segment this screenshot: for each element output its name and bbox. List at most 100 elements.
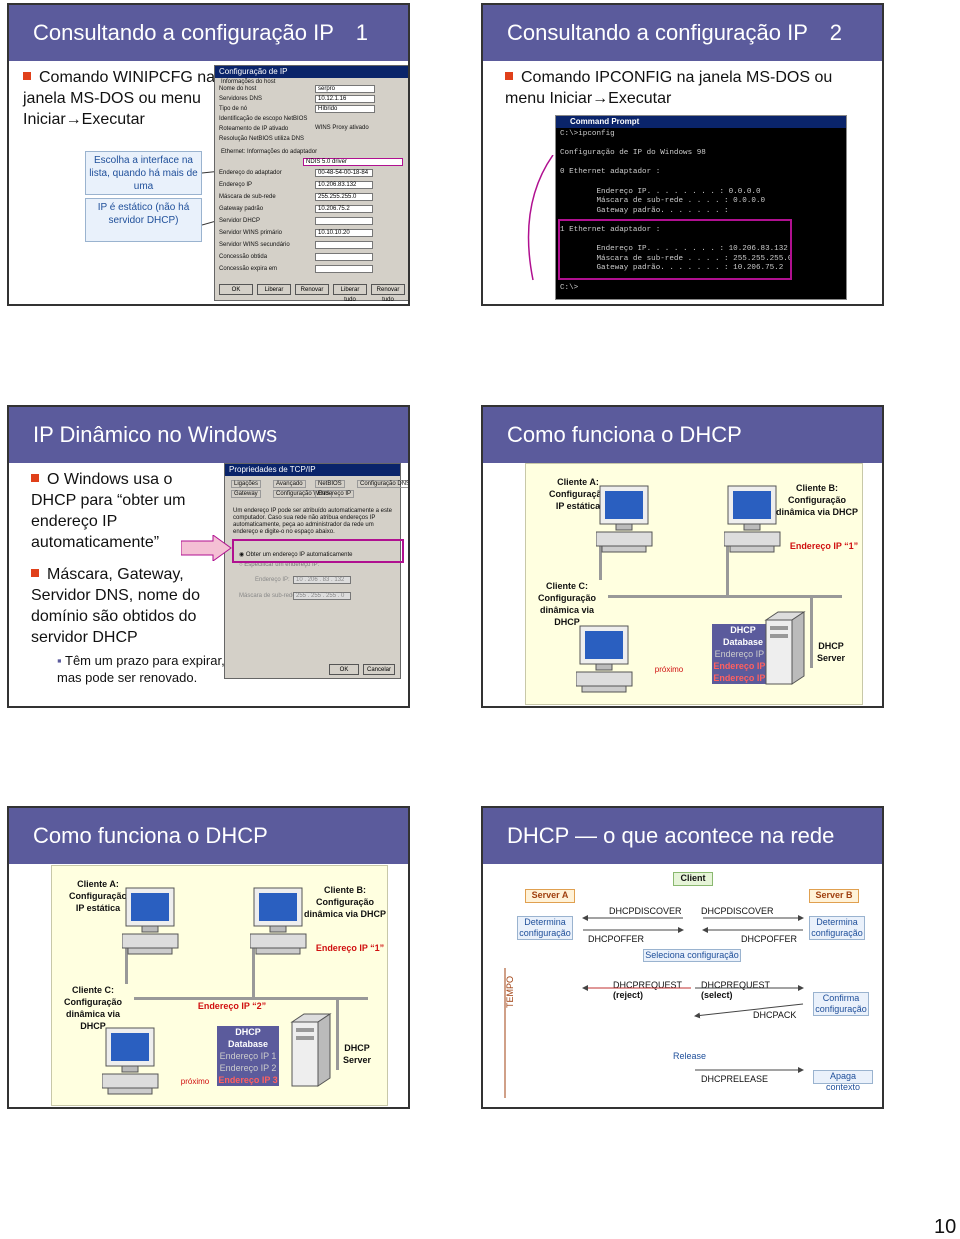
computer-icon — [596, 485, 653, 553]
page-number: 10 — [934, 1216, 957, 1238]
release: Release — [673, 1051, 707, 1061]
command-prompt-window: Command Prompt C:\>ipconfig Configuração… — [555, 115, 847, 300]
info-label: Servidores DNS — [219, 96, 263, 102]
mask-label: Máscara de sub-rede: — [239, 593, 298, 599]
dialog-tab[interactable]: Ligações — [231, 480, 262, 488]
bullet-icon — [31, 569, 39, 577]
slide-title: IP Dinâmico no Windows — [9, 407, 408, 463]
slide-6: DHCP — o que acontece na rede Client Ser… — [481, 806, 884, 1109]
determina-a: Determina configuração — [517, 916, 573, 940]
bullet-icon — [31, 474, 39, 482]
server-label: DHCP Server — [816, 641, 846, 663]
command-output: C:\>ipconfig Configuração de IP do Windo… — [560, 130, 793, 292]
dialog-title: Configuração de IP — [215, 66, 408, 78]
dialog-tab[interactable]: Avançado — [273, 480, 306, 488]
database-label: DHCP Database Endereço IP 1 Endereço IP … — [712, 624, 774, 684]
dialog-tab[interactable]: Gateway — [231, 490, 261, 498]
bullet-icon — [23, 72, 31, 80]
computer-icon — [102, 1027, 159, 1095]
confirma-box: Confirma configuração — [813, 992, 869, 1016]
offer-1: DHCPOFFER — [588, 934, 644, 944]
info-label: Identificação de escopo NetBIOS — [219, 116, 308, 122]
database-label: DHCP Database Endereço IP 1 Endereço IP … — [217, 1026, 279, 1086]
bullet: Comando IPCONFIG na janela MS-DOS ou men… — [505, 69, 833, 107]
dialog-description: Um endereço IP pode ser atribuído automa… — [233, 508, 392, 535]
note-interface: Escolha a interface na lista, quando há … — [85, 151, 202, 195]
mask-field[interactable]: 255 . 255 . 255 . 0 — [293, 592, 351, 600]
offer-2: DHCPOFFER — [741, 934, 797, 944]
adapter-select[interactable]: NDIS 5.0 driver — [303, 158, 403, 166]
dialog-button[interactable]: Renovar tudo — [371, 284, 405, 303]
command-prompt-title: Command Prompt — [556, 116, 846, 128]
bullet: Máscara, Gateway, Servidor DNS, nome do … — [31, 566, 200, 646]
slide-number: 2 — [829, 20, 842, 45]
client-b-label: Cliente B: Configuração dinâmica via DHC… — [303, 885, 387, 919]
slide-4: Como funciona o DHCP Cliente A: Configur… — [481, 405, 884, 708]
client-c-label: Cliente C: Configuração dinâmica via DHC… — [52, 984, 134, 1032]
slide-1: Consultando a configuração IP 1 Comando … — [7, 3, 410, 306]
client-b-label: Cliente B: Configuração dinâmica via DHC… — [775, 483, 859, 517]
adapter-info-label: Concessão obtida — [219, 254, 268, 260]
dhcprelease: DHCPRELEASE — [701, 1074, 769, 1084]
slide-title: Como funciona o DHCP — [9, 808, 408, 864]
ok-button[interactable]: OK — [329, 664, 359, 675]
next-label: próximo — [180, 1077, 210, 1086]
highlight-box — [558, 219, 792, 280]
server-b-box: Server B — [809, 889, 859, 903]
ip-field[interactable]: 10 . 206 . 83 . 132 — [293, 576, 351, 584]
adapter-info-label: Gateway padrão — [219, 206, 264, 212]
client-box: Client — [673, 872, 713, 886]
info-value: WINS Proxy ativado — [315, 125, 369, 131]
computer-icon — [724, 485, 781, 553]
slide-3: IP Dinâmico no Windows O Windows usa o D… — [7, 405, 410, 708]
bullet: Comando WINIPCFG na janela MS-DOS ou men… — [23, 69, 216, 128]
option-specify[interactable]: ○ Especificar um endereço IP: — [239, 562, 320, 568]
ack: DHCPACK — [753, 1010, 797, 1020]
host-section-label: Informações do host — [221, 79, 276, 85]
computer-icon — [122, 887, 179, 955]
info-label: Resolução NetBIOS utiliza DNS — [219, 136, 305, 142]
dhcp-diagram: Cliente A: Configuração IP estática Clie… — [51, 865, 388, 1106]
highlight-box — [232, 539, 404, 563]
slide-2: Consultando a configuração IP 2 Comando … — [481, 3, 884, 306]
dialog-button[interactable]: Liberar — [257, 284, 291, 295]
bullet: O Windows usa o DHCP para “obter um ende… — [31, 471, 186, 551]
dialog-button[interactable]: Liberar tudo — [333, 284, 367, 303]
slide-title: Consultando a configuração IP 2 — [483, 5, 882, 61]
adapter-info-value — [315, 253, 373, 261]
adapter-info-label: Concessão expira em — [219, 266, 278, 272]
bullet-icon — [505, 72, 513, 80]
tcpip-dialog: Propriedades de TCP/IP Ligações Avançado N… — [224, 463, 408, 679]
adapter-info-value — [315, 265, 373, 273]
adapter-info-value — [315, 241, 373, 249]
note-static: IP é estático (não há servidor DHCP) — [85, 198, 202, 242]
dialog-button[interactable]: Renovar — [295, 284, 329, 295]
server-label: DHCP Server — [342, 1043, 372, 1065]
adapter-info-value: 10.206.75.2 — [315, 205, 373, 213]
apaga-box: Apaga contexto — [813, 1070, 873, 1092]
dialog-tab[interactable]: Endereço IP — [315, 490, 355, 498]
slide-number: 1 — [355, 20, 368, 45]
client-a-label: Cliente A: Configuração IP estática — [548, 477, 607, 511]
dialog-tab[interactable]: Configuração DNS — [357, 480, 408, 488]
ip-assigned-b-label: Endereço IP “1” — [315, 943, 385, 953]
request-1: DHCPREQUEST (reject) — [613, 980, 683, 1000]
ip-assigned-label: Endereço IP “1” — [789, 541, 859, 551]
computer-icon — [576, 625, 633, 693]
request-2: DHCPREQUEST (select) — [701, 980, 771, 1000]
dialog-title: Propriedades de TCP/IP — [225, 464, 400, 476]
adapter-info-label: Endereço IP — [219, 182, 253, 188]
dialog-tab[interactable]: NetBIOS — [315, 480, 345, 488]
client-c-label: Cliente C: Configuração dinâmica via DHC… — [526, 580, 608, 628]
cancel-button[interactable]: Cancelar — [363, 664, 395, 675]
dialog-button[interactable]: OK — [219, 284, 253, 295]
adapter-info-value: 00-48-54-00-18-84 — [315, 169, 373, 177]
flow-arrows — [504, 915, 804, 1098]
client-a-label: Cliente A: Configuração IP estática — [68, 879, 127, 913]
option-auto[interactable]: ◉ Obter um endereço IP automaticamente — [239, 552, 353, 558]
slide-title: DHCP — o que acontece na rede — [483, 808, 882, 864]
info-label: Nome do host — [219, 86, 257, 92]
determina-b: Determina configuração — [809, 916, 865, 940]
adapter-section-label: Ethernet: Informações do adaptador — [221, 149, 318, 155]
dialog-tab[interactable]: Configuração WINS — [273, 490, 333, 498]
